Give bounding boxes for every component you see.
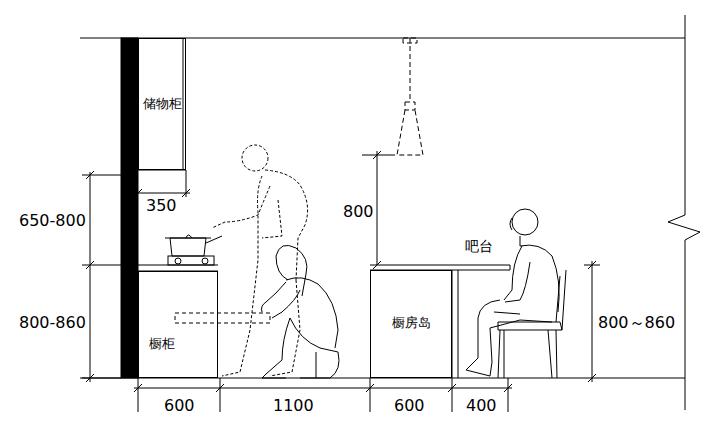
dimension-text: 650-800	[18, 212, 87, 230]
bar-counter-label: 吧台	[464, 239, 494, 254]
dimension-text: 600	[163, 397, 196, 415]
dimension-text: 800～860	[597, 314, 676, 332]
part-name: 橱房岛	[392, 315, 431, 331]
dimension-text: 350	[145, 197, 178, 215]
part-name: 橱柜	[149, 336, 175, 352]
dimension-text: 600	[393, 397, 426, 415]
dimension-text: 800-860	[18, 314, 87, 332]
dimension-text: 1100	[272, 397, 315, 415]
storage-cabinet: 储物柜	[138, 38, 186, 170]
dimension-text: 800	[342, 203, 375, 221]
base-cabinet: 橱柜	[138, 271, 218, 378]
part-name: 储物柜	[143, 96, 182, 112]
kitchen-island: 橱房岛	[370, 270, 452, 378]
dimension-text: 400	[465, 397, 498, 415]
